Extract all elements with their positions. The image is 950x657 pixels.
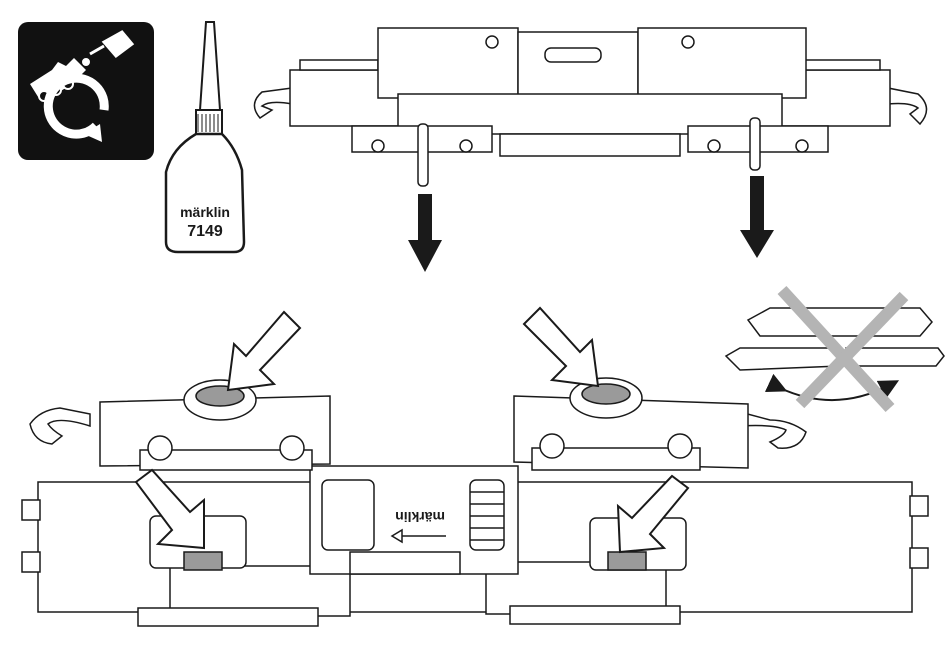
down-arrow-right bbox=[740, 176, 774, 258]
maintenance-badge bbox=[18, 22, 154, 160]
pointer-arrow-bearing-left bbox=[228, 312, 300, 390]
bogie-left bbox=[30, 380, 330, 470]
lubrication-point-bearing-right bbox=[582, 384, 630, 404]
lubrication-point-gear-left bbox=[184, 552, 222, 570]
oil-bottle-model-number: 7149 bbox=[187, 223, 223, 240]
locomotive-chassis-top bbox=[254, 28, 926, 186]
lubrication-point-gear-right bbox=[608, 552, 646, 570]
oil-bottle: märklin 7149 bbox=[166, 22, 244, 252]
down-arrow-left bbox=[408, 194, 442, 272]
gearbox-mirrored-brand: märklin bbox=[395, 509, 445, 525]
oil-bottle-brand: märklin bbox=[180, 204, 230, 220]
pointer-arrow-bearing-right bbox=[524, 308, 598, 386]
bogie-right bbox=[514, 378, 806, 470]
prohibited-bogie-rotation bbox=[726, 290, 944, 408]
